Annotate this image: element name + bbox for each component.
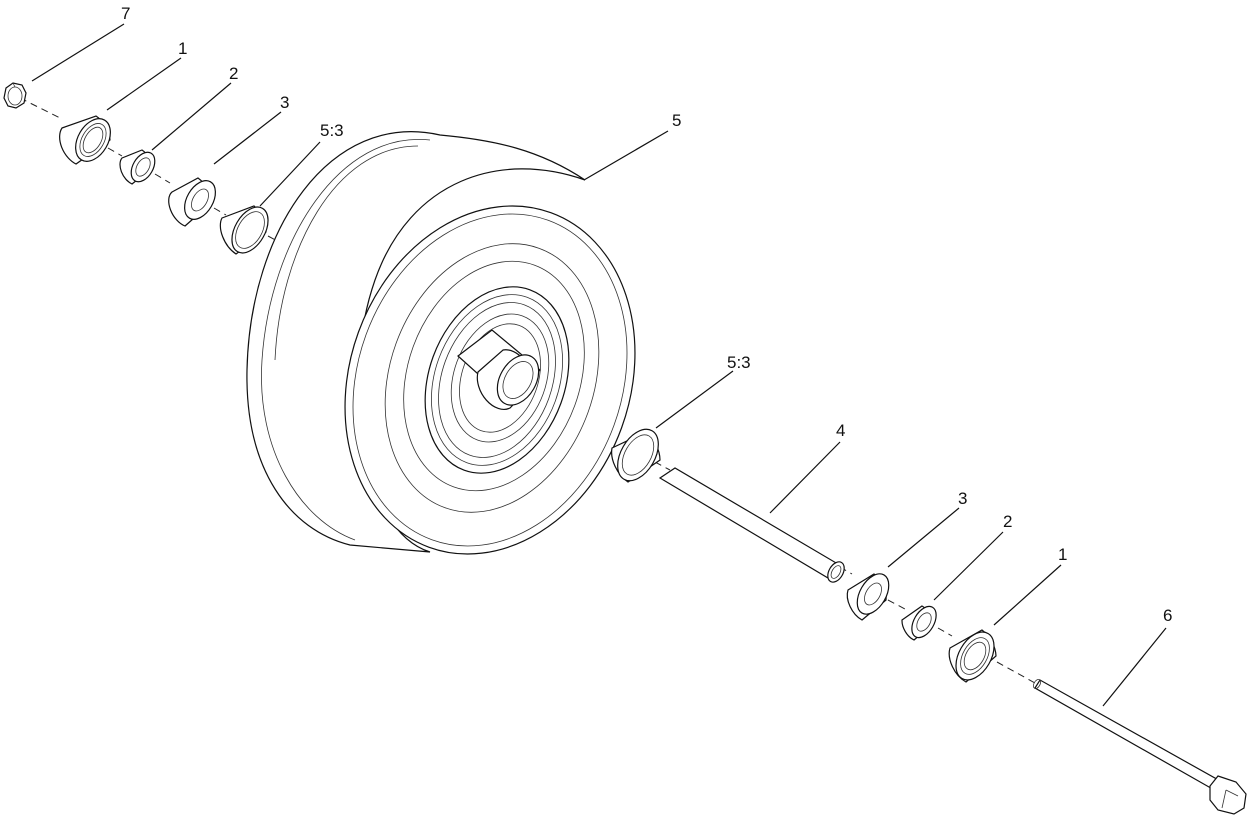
- hex-nut-part: [3, 82, 27, 109]
- axle-bolt-part: [1032, 679, 1247, 815]
- bearing-cone-top-part: [119, 149, 156, 185]
- bearing-cup-top-part: [219, 205, 269, 255]
- leader-lines: [31, 23, 1167, 707]
- grease-seal-bottom-part: [948, 629, 997, 683]
- callout-1-top: 1: [178, 39, 187, 58]
- callout-7: 7: [121, 4, 130, 23]
- callout-6: 6: [1163, 606, 1172, 625]
- callout-5-3-mid: 5:3: [727, 353, 751, 372]
- leader-5-3-top: [259, 141, 321, 207]
- callout-1-bottom: 1: [1058, 545, 1067, 564]
- callout-5-3-top: 5:3: [320, 121, 344, 140]
- callout-labels: 7 1 2 3 5:3 5 5:3 4 3 2 1 6: [121, 4, 1172, 625]
- bearing-cone-bottom-part: [901, 605, 937, 641]
- callout-3-top: 3: [280, 93, 289, 112]
- spacer-tube-part: [658, 467, 845, 583]
- bearing-cup-mid-part: [611, 428, 661, 483]
- leader-6: [1102, 627, 1167, 707]
- leader-5-3-mid: [655, 370, 734, 429]
- grease-seal-top-part: [59, 115, 111, 165]
- callout-4: 4: [836, 421, 845, 440]
- callout-2-bottom: 2: [1003, 512, 1012, 531]
- leader-3-top: [213, 111, 282, 165]
- leader-1-top: [106, 57, 182, 111]
- wheel-tire-part: [246, 131, 636, 555]
- leader-3-bottom: [887, 507, 960, 568]
- spacer-top-part: [168, 177, 216, 227]
- spacer-bottom-part: [846, 573, 890, 621]
- leader-2-top: [151, 82, 232, 151]
- leader-5: [583, 130, 669, 181]
- leader-2-bottom: [933, 531, 1004, 601]
- leader-1-bottom: [993, 564, 1062, 626]
- callout-3-bottom: 3: [958, 489, 967, 508]
- callout-5: 5: [672, 111, 681, 130]
- leader-4: [769, 441, 841, 514]
- leader-7: [31, 23, 125, 82]
- callout-2-top: 2: [229, 64, 238, 83]
